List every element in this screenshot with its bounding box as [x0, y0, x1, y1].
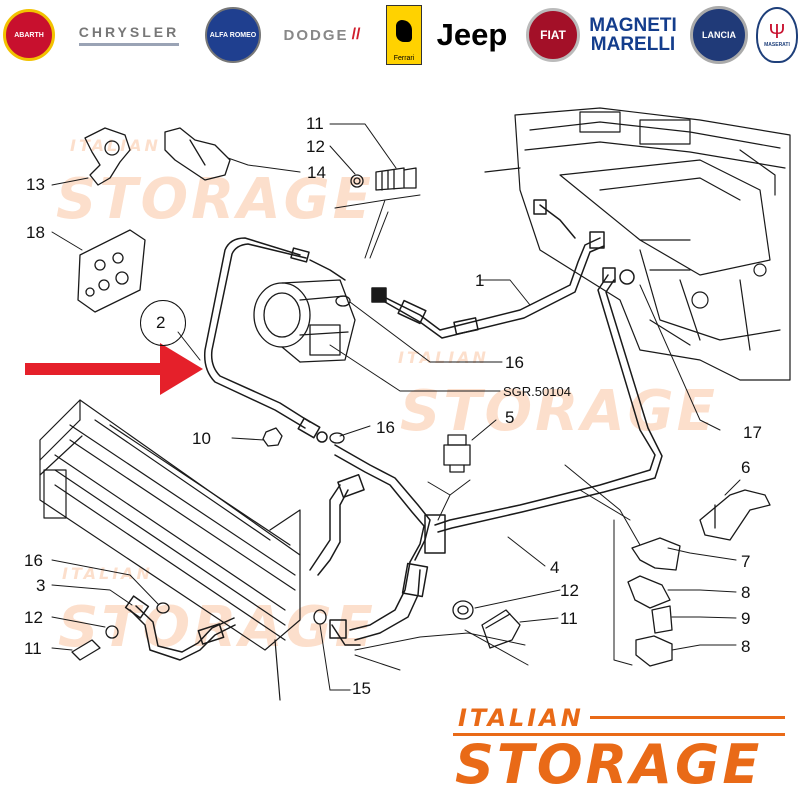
reference-code: SGR.50104 [503, 384, 571, 399]
callout-3: 3 [36, 576, 46, 595]
fiat-logo-text: FIAT [540, 28, 566, 42]
magneti-marelli-logo: MAGNETI MARELLI [586, 4, 680, 66]
chrysler-logo: CHRYSLER [62, 4, 196, 66]
maserati-logo-text: MASERATI [764, 42, 790, 48]
callout-2: 2 [156, 313, 166, 332]
callout-7: 7 [741, 552, 751, 571]
pipe-2 [203, 237, 346, 443]
maserati-logo: Ψ MASERATI [756, 4, 798, 66]
callout-16-left: 16 [24, 551, 43, 570]
brand-storage: STORAGE [455, 733, 763, 796]
abarth-logo-text: ABARTH [14, 31, 44, 39]
callout-11-top: 11 [306, 114, 324, 133]
callout-15: 15 [352, 679, 371, 698]
condenser [39, 399, 301, 701]
callout-17: 17 [743, 423, 762, 442]
callout-9: 9 [741, 609, 751, 628]
red-pointer-arrow [25, 343, 203, 395]
callout-16-center: 16 [376, 418, 395, 437]
ferrari-logo: Ferrari [384, 4, 424, 66]
callout-18: 18 [26, 223, 45, 242]
trident-icon: Ψ [768, 21, 786, 43]
callout-5: 5 [505, 408, 515, 427]
callout-4: 4 [550, 558, 560, 577]
callout-8-a: 8 [741, 583, 751, 602]
fiat-logo: FIAT [524, 4, 582, 66]
callout-6: 6 [741, 458, 751, 477]
brand-italian: ITALIAN [458, 704, 584, 732]
pipe-4 [309, 444, 446, 646]
dodge-stripes-icon: // [351, 26, 361, 43]
ferrari-logo-text: Ferrari [393, 55, 415, 62]
chrysler-logo-text: CHRYSLER [78, 24, 180, 46]
prancing-horse-icon [396, 20, 412, 42]
alfa-romeo-logo: ALFA ROMEO [204, 4, 262, 66]
brand-bar-left [453, 733, 785, 736]
dodge-logo: DODGE // [270, 4, 374, 66]
callout-16-mid: 16 [505, 353, 524, 372]
callout-11-right: 11 [560, 609, 578, 628]
dodge-logo-text: DODGE [283, 26, 349, 44]
callout-12-top: 12 [306, 137, 325, 156]
magneti-logo-text: MAGNETI [589, 15, 677, 36]
callout-11-left: 11 [24, 639, 42, 658]
compressor [253, 279, 356, 363]
callout-2-ring [140, 300, 186, 346]
callout-13: 13 [26, 175, 45, 194]
callout-14: 14 [307, 163, 326, 182]
marelli-logo-text: MARELLI [590, 34, 676, 55]
brand-bar-right [590, 716, 785, 719]
pipe-3 [124, 595, 236, 661]
callout-10: 10 [192, 429, 211, 448]
small-parts [71, 127, 771, 667]
callout-8-b: 8 [741, 637, 751, 656]
callout-1: 1 [475, 271, 485, 290]
jeep-logo: Jeep [430, 4, 514, 66]
alfa-romeo-logo-text: ALFA ROMEO [209, 31, 257, 39]
jeep-logo-text: Jeep [436, 17, 508, 52]
lancia-logo: LANCIA [688, 4, 750, 66]
callout-12-right: 12 [560, 581, 579, 600]
lancia-logo-text: LANCIA [702, 29, 736, 40]
pipe-17 [434, 267, 663, 533]
evaporator-unit [484, 107, 791, 381]
leader-lines [51, 123, 741, 691]
pipe-1 [371, 199, 605, 339]
callout-12-left: 12 [24, 608, 43, 627]
abarth-logo: ABARTH [2, 4, 56, 66]
